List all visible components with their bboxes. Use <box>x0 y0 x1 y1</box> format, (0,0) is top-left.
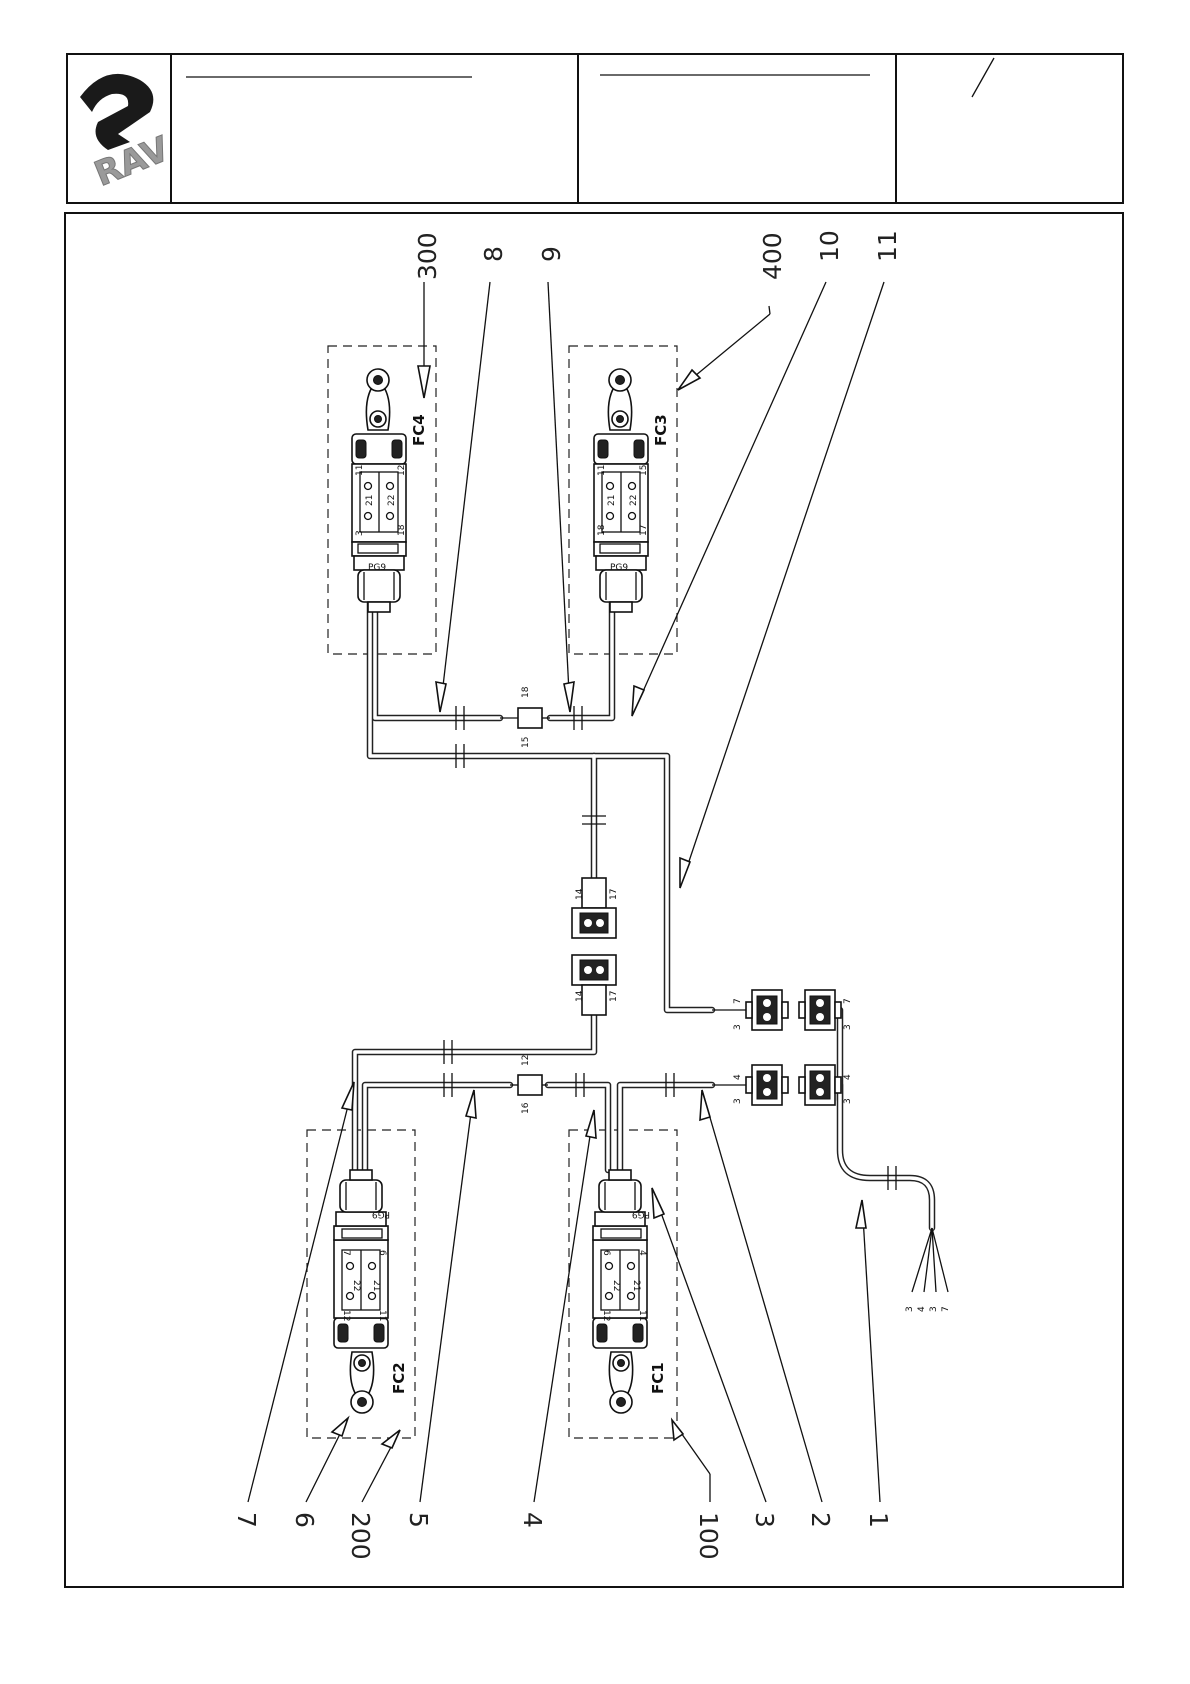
svg-text:3: 3 <box>733 1024 743 1030</box>
svg-text:18: 18 <box>597 524 607 536</box>
svg-text:11: 11 <box>377 1310 387 1321</box>
callout-7: 7 <box>232 1512 261 1528</box>
svg-text:12: 12 <box>521 1055 531 1066</box>
callout-100: 100 <box>694 1512 723 1560</box>
svg-text:3: 3 <box>929 1306 939 1312</box>
svg-text:11: 11 <box>355 465 365 476</box>
switch-fc4: FC4 <box>352 369 428 612</box>
connector-mid: 14 17 14 17 <box>572 878 619 1015</box>
splice-bottom: 12 16 <box>510 1055 548 1114</box>
svg-text:PG9: PG9 <box>372 1209 390 1219</box>
callout-2: 2 <box>806 1512 835 1528</box>
rav-logo: RAV <box>80 74 176 195</box>
callouts-bottom: 7 6 200 5 4 100 3 2 1 <box>232 1512 893 1560</box>
svg-text:15: 15 <box>521 737 531 748</box>
svg-text:4: 4 <box>733 1074 743 1080</box>
svg-text:12: 12 <box>601 1310 611 1321</box>
svg-text:3: 3 <box>905 1306 915 1312</box>
callout-8: 8 <box>479 246 508 262</box>
socket-upper: 7 3 <box>799 990 853 1030</box>
callout-3: 3 <box>750 1512 779 1528</box>
svg-text:22: 22 <box>351 1280 361 1291</box>
callout-400: 400 <box>758 232 787 280</box>
callout-5: 5 <box>404 1512 433 1528</box>
svg-text:12: 12 <box>341 1310 351 1321</box>
splice-top: 18 15 <box>500 686 550 748</box>
svg-text:FC3: FC3 <box>652 414 670 446</box>
svg-text:7: 7 <box>941 1306 951 1312</box>
svg-text:17: 17 <box>609 991 619 1002</box>
callout-6: 6 <box>290 1512 319 1528</box>
svg-text:17: 17 <box>639 525 649 536</box>
svg-text:14: 14 <box>575 888 585 900</box>
switch-fc2: FC2 <box>334 1170 408 1413</box>
callout-1: 1 <box>864 1512 893 1528</box>
callout-4: 4 <box>518 1512 547 1528</box>
svg-text:3: 3 <box>733 1098 743 1104</box>
svg-text:4: 4 <box>917 1306 927 1312</box>
callout-10: 10 <box>815 230 844 262</box>
svg-text:21: 21 <box>371 1280 381 1291</box>
socket-lower: 4 3 <box>799 1065 853 1105</box>
cable-end-labels: 3 4 3 7 <box>905 1306 951 1312</box>
svg-text:21: 21 <box>365 495 375 506</box>
plug-lower: 4 3 <box>712 1065 788 1105</box>
svg-text:4: 4 <box>843 1074 853 1080</box>
svg-text:7: 7 <box>843 998 853 1004</box>
svg-text:22: 22 <box>629 495 639 506</box>
switch-fc3: FC3 <box>594 369 670 612</box>
svg-text:18: 18 <box>521 686 531 698</box>
svg-text:7: 7 <box>733 998 743 1004</box>
svg-text:11: 11 <box>637 1310 647 1321</box>
svg-text:22: 22 <box>611 1280 621 1291</box>
svg-text:FC2: FC2 <box>390 1362 408 1394</box>
svg-text:6: 6 <box>377 1250 387 1256</box>
svg-text:21: 21 <box>631 1280 641 1291</box>
svg-text:11: 11 <box>597 465 607 476</box>
svg-text:14: 14 <box>575 990 585 1002</box>
callout-200: 200 <box>346 1512 375 1560</box>
svg-text:6: 6 <box>601 1250 611 1256</box>
svg-text:3: 3 <box>843 1024 853 1030</box>
svg-text:PG9: PG9 <box>368 563 386 573</box>
callout-11: 11 <box>873 230 902 262</box>
svg-text:18: 18 <box>397 524 407 536</box>
svg-text:16: 16 <box>521 1102 531 1114</box>
svg-text:15: 15 <box>639 465 649 476</box>
svg-text:12: 12 <box>397 465 407 476</box>
svg-text:21: 21 <box>607 495 617 506</box>
svg-text:FC1: FC1 <box>649 1362 667 1394</box>
callout-9: 9 <box>537 246 566 262</box>
svg-text:7: 7 <box>341 1250 351 1256</box>
sheet-slash <box>972 58 994 97</box>
callout-300: 300 <box>413 232 442 280</box>
svg-text:FC4: FC4 <box>410 414 428 446</box>
svg-text:4: 4 <box>637 1250 647 1256</box>
svg-text:3: 3 <box>843 1098 853 1104</box>
svg-text:17: 17 <box>609 889 619 900</box>
callouts-top: 300 8 9 400 10 11 <box>413 230 902 280</box>
svg-text:22: 22 <box>387 495 397 506</box>
cable-harness <box>355 598 948 1292</box>
svg-text:PG9: PG9 <box>632 1209 650 1219</box>
svg-text:3: 3 <box>355 530 365 536</box>
svg-text:PG9: PG9 <box>610 563 628 573</box>
plug-upper: 7 3 <box>712 990 788 1030</box>
